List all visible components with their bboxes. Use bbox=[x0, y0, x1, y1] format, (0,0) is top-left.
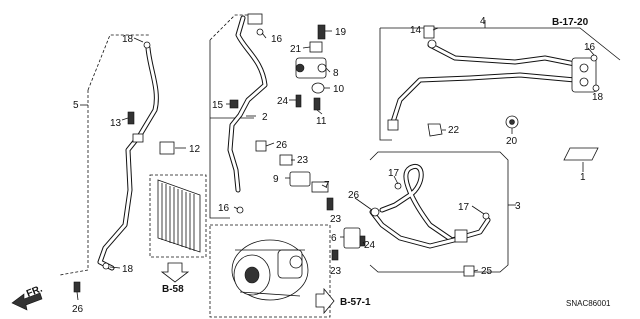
group-5-bracket bbox=[59, 34, 150, 276]
fitting-top-2 bbox=[247, 13, 263, 25]
bolt-23-top bbox=[279, 154, 293, 166]
callout-10: 10 bbox=[333, 84, 345, 95]
clip-22 bbox=[427, 123, 443, 137]
callout-25: 25 bbox=[481, 266, 493, 277]
callout-26: 26 bbox=[72, 304, 84, 315]
callout-23: 23 bbox=[297, 155, 309, 166]
callout-16: 16 bbox=[584, 42, 596, 53]
fitting-26-right bbox=[370, 207, 380, 217]
joint-3 bbox=[454, 229, 468, 243]
callout-13: 13 bbox=[110, 118, 122, 129]
cap-21 bbox=[309, 41, 323, 53]
bracket-12 bbox=[159, 141, 175, 155]
callout-18: 18 bbox=[122, 34, 134, 45]
callout-24: 24 bbox=[277, 96, 289, 107]
pipe-group-5 bbox=[73, 41, 175, 293]
group-4-bracket bbox=[379, 20, 621, 141]
callout-4: 4 bbox=[480, 16, 486, 27]
o-ring-17-top bbox=[394, 182, 402, 190]
callout-17: 17 bbox=[388, 168, 400, 179]
callout-7: 7 bbox=[324, 180, 330, 191]
end-fitting-4 bbox=[387, 119, 399, 131]
callout-8: 8 bbox=[333, 68, 339, 79]
small-parts-right bbox=[427, 115, 519, 137]
nut-14 bbox=[423, 25, 435, 39]
bracket-6-assembly bbox=[331, 227, 366, 261]
ref-b-58: B-58 bbox=[162, 284, 184, 295]
valve-assembly-8 bbox=[295, 24, 327, 111]
joint-mid-left bbox=[132, 133, 144, 143]
center-fittings bbox=[279, 154, 334, 211]
bolt-24-top bbox=[295, 94, 302, 108]
valve-11 bbox=[313, 97, 321, 111]
callout-9: 9 bbox=[273, 174, 279, 185]
callout-24: 24 bbox=[364, 240, 376, 251]
label-plate-1 bbox=[563, 147, 599, 172]
block-joint-4 bbox=[571, 57, 597, 93]
pipe-group-2 bbox=[227, 13, 268, 214]
bolt-23-lower bbox=[331, 249, 339, 261]
group-2-bracket bbox=[209, 14, 254, 219]
arrow-b58 bbox=[160, 262, 190, 283]
callout-18: 18 bbox=[592, 92, 604, 103]
callout-1: 1 bbox=[580, 172, 586, 183]
o-ring-18-bottom bbox=[102, 262, 110, 270]
callout-17: 17 bbox=[458, 202, 470, 213]
o-ring-16-bottom bbox=[236, 206, 244, 214]
callout-21: 21 bbox=[290, 44, 302, 55]
o-ring-16-top bbox=[256, 28, 264, 36]
fitting-26-center bbox=[255, 140, 267, 152]
group-3-bracket bbox=[369, 151, 516, 273]
callout-19: 19 bbox=[335, 27, 347, 38]
arrow-b571 bbox=[315, 287, 335, 315]
pipe-group-3 bbox=[369, 164, 491, 277]
callout-16: 16 bbox=[271, 34, 283, 45]
switch-13 bbox=[127, 111, 135, 125]
o-ring-17-right bbox=[482, 212, 490, 220]
callout-2: 2 bbox=[262, 112, 268, 123]
callout-5: 5 bbox=[73, 100, 79, 111]
fitting-7 bbox=[311, 181, 329, 193]
cap-10 bbox=[311, 82, 325, 94]
front-arrow bbox=[11, 292, 43, 311]
callout-20: 20 bbox=[506, 136, 518, 147]
callout-6: 6 bbox=[331, 233, 337, 244]
callout-22: 22 bbox=[448, 125, 460, 136]
callout-12: 12 bbox=[189, 144, 201, 155]
leader-lines bbox=[76, 27, 597, 301]
nut-25 bbox=[463, 265, 475, 277]
fitting-9 bbox=[289, 171, 311, 187]
nut-15 bbox=[229, 99, 239, 109]
condenser-b58 bbox=[149, 174, 207, 283]
bolt-23-mid bbox=[326, 197, 334, 211]
callout-numbers: 18 5 13 12 18 26 16 15 2 26 16 19 21 8 2… bbox=[72, 16, 604, 315]
o-ring-16-right bbox=[590, 54, 598, 62]
bracket-6 bbox=[343, 227, 361, 249]
valve-19 bbox=[317, 24, 326, 40]
o-ring-18-top bbox=[143, 41, 151, 49]
diagram-code: SNAC86001 bbox=[566, 299, 611, 308]
callout-23: 23 bbox=[330, 214, 342, 225]
ref-b-57-1: B-57-1 bbox=[340, 297, 371, 308]
callout-26: 26 bbox=[276, 140, 288, 151]
callout-14: 14 bbox=[410, 25, 422, 36]
callout-26: 26 bbox=[348, 190, 360, 201]
compressor-b571 bbox=[209, 224, 335, 318]
callout-18: 18 bbox=[122, 264, 134, 275]
callout-16: 16 bbox=[218, 203, 230, 214]
callout-15: 15 bbox=[212, 100, 224, 111]
bolt-24-lower bbox=[359, 235, 366, 247]
callout-23: 23 bbox=[330, 266, 342, 277]
callout-11: 11 bbox=[316, 116, 327, 127]
bolt-26-bottom bbox=[73, 281, 81, 293]
o-ring-18-right bbox=[592, 84, 600, 92]
callout-3: 3 bbox=[515, 201, 521, 212]
ref-b-17-20: B-17-20 bbox=[552, 17, 589, 28]
pipe-group-4 bbox=[387, 25, 600, 131]
